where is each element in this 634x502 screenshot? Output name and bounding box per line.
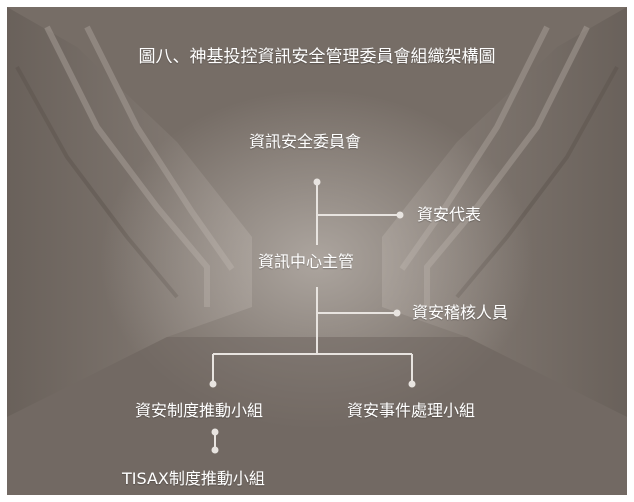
node-security-representative: 資安代表 (417, 205, 482, 224)
node-tisax-team: TISAX制度推動小組 (122, 469, 265, 488)
node-security-auditor: 資安稽核人員 (412, 303, 509, 322)
node-it-head: 資訊中心主管 (258, 252, 355, 271)
node-dot-right (408, 380, 416, 388)
org-chart-slide: 圖八、神基投控資訊安全管理委員會組織架構圖 (7, 7, 627, 495)
node-incident-team: 資安事件處理小組 (347, 401, 476, 420)
node-policy-team: 資安制度推動小組 (135, 401, 264, 420)
corridor-background (7, 7, 627, 495)
node-dot-auditor (393, 309, 401, 317)
node-dot-top (313, 178, 321, 186)
node-dot-tisax-bottom (211, 446, 219, 454)
connector-lines (209, 178, 416, 454)
node-dot-representative (396, 211, 404, 219)
node-committee: 資訊安全委員會 (249, 132, 362, 151)
node-dot-tisax-top (211, 428, 219, 436)
node-dot-left (209, 380, 217, 388)
chart-title: 圖八、神基投控資訊安全管理委員會組織架構圖 (138, 47, 496, 67)
